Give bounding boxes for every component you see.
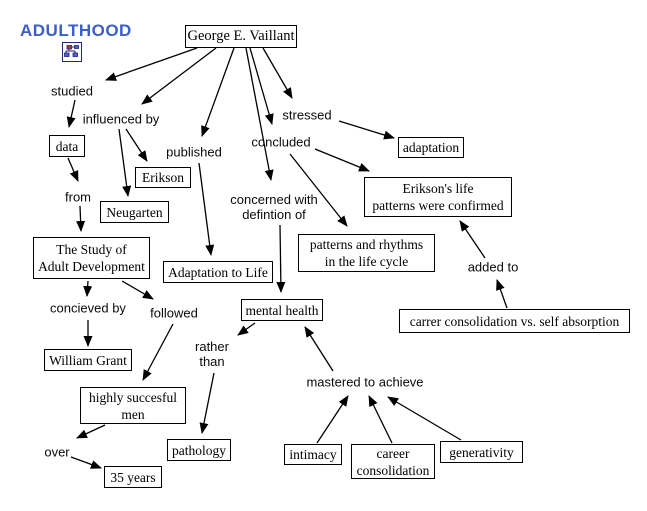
concept-text: Neugarten bbox=[106, 204, 163, 220]
link-followed[interactable]: followed bbox=[150, 306, 198, 321]
concept-map-icon[interactable] bbox=[62, 42, 82, 62]
concept-text: Erikson bbox=[142, 170, 184, 185]
link-concieved-by[interactable]: concieved by bbox=[50, 301, 126, 316]
concept-mental-health[interactable]: mental health bbox=[241, 299, 323, 321]
link-from[interactable]: from bbox=[65, 190, 91, 205]
link-studied[interactable]: studied bbox=[51, 84, 93, 99]
link-text: mastered to achieve bbox=[306, 374, 424, 390]
concept-text: adaptation bbox=[402, 140, 460, 155]
concept-eriksons-life-patterns-confirmed[interactable]: Erikson's life patterns were confirmed bbox=[364, 177, 512, 217]
concept-text: pathology bbox=[172, 442, 226, 458]
link-over[interactable]: over bbox=[44, 445, 69, 460]
concept-text: Adaptation to Life bbox=[168, 264, 268, 280]
link-text: studied bbox=[51, 83, 93, 99]
concept-adaptation[interactable]: adaptation bbox=[398, 137, 464, 158]
link-mastered-to-achieve[interactable]: mastered to achieve bbox=[306, 375, 423, 390]
concept-text: Adult Development bbox=[38, 259, 145, 274]
link-text: from bbox=[65, 189, 91, 205]
concept-text: carrer consolidation vs. self absorption bbox=[409, 313, 620, 329]
concept-text: generativity bbox=[449, 444, 514, 460]
link-rather-than[interactable]: rather than bbox=[195, 339, 229, 369]
concept-text: career bbox=[376, 445, 410, 461]
concept-carrer-consolidation-vs-self-absorption[interactable]: carrer consolidation vs. self absorption bbox=[399, 309, 630, 333]
concept-35-years[interactable]: 35 years bbox=[104, 466, 162, 488]
concept-text: intimacy bbox=[289, 447, 337, 462]
concept-text: William Grant bbox=[49, 352, 127, 368]
link-text: over bbox=[44, 444, 70, 460]
link-added-to[interactable]: added to bbox=[468, 260, 519, 275]
concept-text: George E. Vaillant bbox=[187, 28, 295, 44]
link-text: rather bbox=[195, 339, 229, 354]
link-text: than bbox=[199, 354, 225, 369]
link-concerned-with-defintion-of[interactable]: concerned with defintion of bbox=[230, 192, 317, 222]
concept-text: highly succesful bbox=[88, 389, 178, 405]
link-stressed[interactable]: stressed bbox=[282, 108, 331, 123]
concept-intimacy[interactable]: intimacy bbox=[284, 444, 342, 465]
concept-text: men bbox=[121, 406, 145, 422]
concept-george-e-vaillant[interactable]: George E. Vaillant bbox=[185, 25, 297, 48]
concept-william-grant[interactable]: William Grant bbox=[44, 349, 132, 371]
concept-pathology[interactable]: pathology bbox=[167, 439, 231, 461]
concept-adaptation-to-life[interactable]: Adaptation to Life bbox=[163, 261, 273, 283]
link-text: added to bbox=[467, 259, 519, 275]
concept-text: 35 years bbox=[110, 469, 156, 485]
link-text: concieved by bbox=[50, 300, 126, 316]
concept-patterns-and-rhythms[interactable]: patterns and rhythms in the life cycle bbox=[298, 234, 435, 272]
link-text: influenced by bbox=[82, 111, 160, 127]
concept-erikson[interactable]: Erikson bbox=[135, 167, 191, 188]
concept-text: mental health bbox=[245, 302, 319, 318]
concept-text: The Study of bbox=[56, 242, 127, 257]
link-text: concerned with bbox=[230, 192, 318, 207]
concept-text: patterns and rhythms bbox=[309, 237, 424, 252]
link-text: published bbox=[166, 144, 222, 160]
link-text: stressed bbox=[282, 107, 332, 123]
link-text: defintion of bbox=[242, 207, 306, 222]
concept-text: Erikson's life bbox=[402, 181, 474, 196]
concept-highly-succesful-men[interactable]: highly succesful men bbox=[80, 387, 186, 424]
map-title: ADULTHOOD bbox=[20, 21, 132, 40]
concept-text: patterns were confirmed bbox=[372, 198, 504, 213]
link-text: concluded bbox=[251, 134, 311, 150]
link-published[interactable]: published bbox=[166, 145, 222, 160]
concept-career-consolidation[interactable]: career consolidation bbox=[351, 444, 435, 479]
link-influenced-by[interactable]: influenced by bbox=[83, 112, 160, 127]
concept-text: data bbox=[55, 138, 79, 154]
link-text: followed bbox=[150, 305, 198, 321]
concept-text: consolidation bbox=[356, 462, 430, 478]
concept-neugarten[interactable]: Neugarten bbox=[100, 201, 169, 223]
link-concluded[interactable]: concluded bbox=[251, 135, 310, 150]
concept-generativity[interactable]: generativity bbox=[440, 441, 523, 463]
concept-study-of-adult-development[interactable]: The Study of Adult Development bbox=[33, 237, 150, 279]
concept-data[interactable]: data bbox=[49, 135, 85, 157]
concept-text: in the life cycle bbox=[324, 254, 409, 269]
